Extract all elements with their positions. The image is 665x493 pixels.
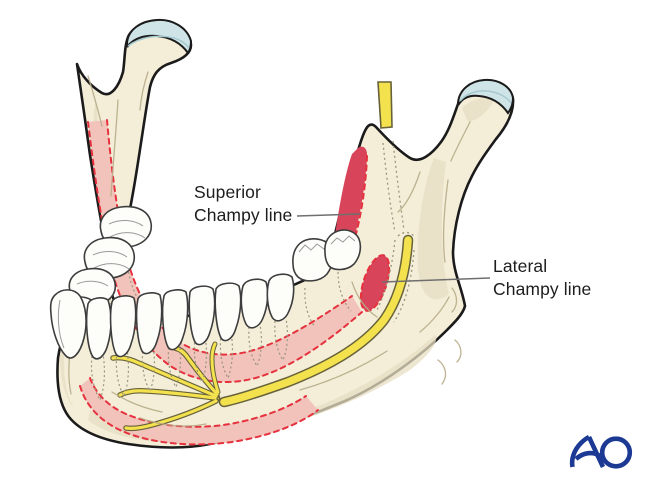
ao-logo-mark (569, 434, 633, 469)
lateral-champy-marking (359, 254, 391, 312)
mental-nerve-branches (110, 341, 221, 432)
condyle-cartilage-caps (125, 18, 515, 115)
tooth (85, 297, 112, 360)
superior-champy-label-line2: Champy line (194, 205, 293, 225)
tooth (240, 278, 269, 329)
tooth (214, 282, 242, 342)
teeth (49, 205, 362, 360)
lateral-champy-label-line1: Lateral (493, 256, 548, 276)
bone-texture-lines (68, 71, 471, 427)
bone-shading (60, 98, 494, 443)
left-condyle-cap (125, 18, 193, 55)
superior-champy-label: Superior Champy line (194, 181, 292, 227)
inferior-alveolar-nerve (209, 81, 414, 408)
tooth (324, 229, 362, 271)
ao-logo: AO (564, 428, 640, 478)
tooth (266, 273, 295, 322)
lateral-champy-label: Lateral Champy line (493, 255, 591, 301)
lateral-champy-label-line2: Champy line (493, 279, 592, 299)
superior-champy-pointer-line (296, 213, 361, 217)
tooth (49, 289, 87, 359)
tooth (161, 289, 189, 351)
superior-champy-label-line1: Superior (194, 182, 261, 202)
lateral-champy-pointer-line (381, 277, 491, 283)
tooth (135, 292, 163, 355)
canal-dotted-lines (375, 140, 415, 323)
champy-band-dashed-border (87, 121, 363, 384)
tooth (109, 295, 137, 358)
tooth (188, 285, 216, 346)
chin-band-dashed-border (89, 377, 307, 428)
nerve-upper-segment (377, 81, 393, 129)
right-condyle-cap (456, 78, 515, 115)
chin-band-dashed-border (79, 385, 319, 446)
